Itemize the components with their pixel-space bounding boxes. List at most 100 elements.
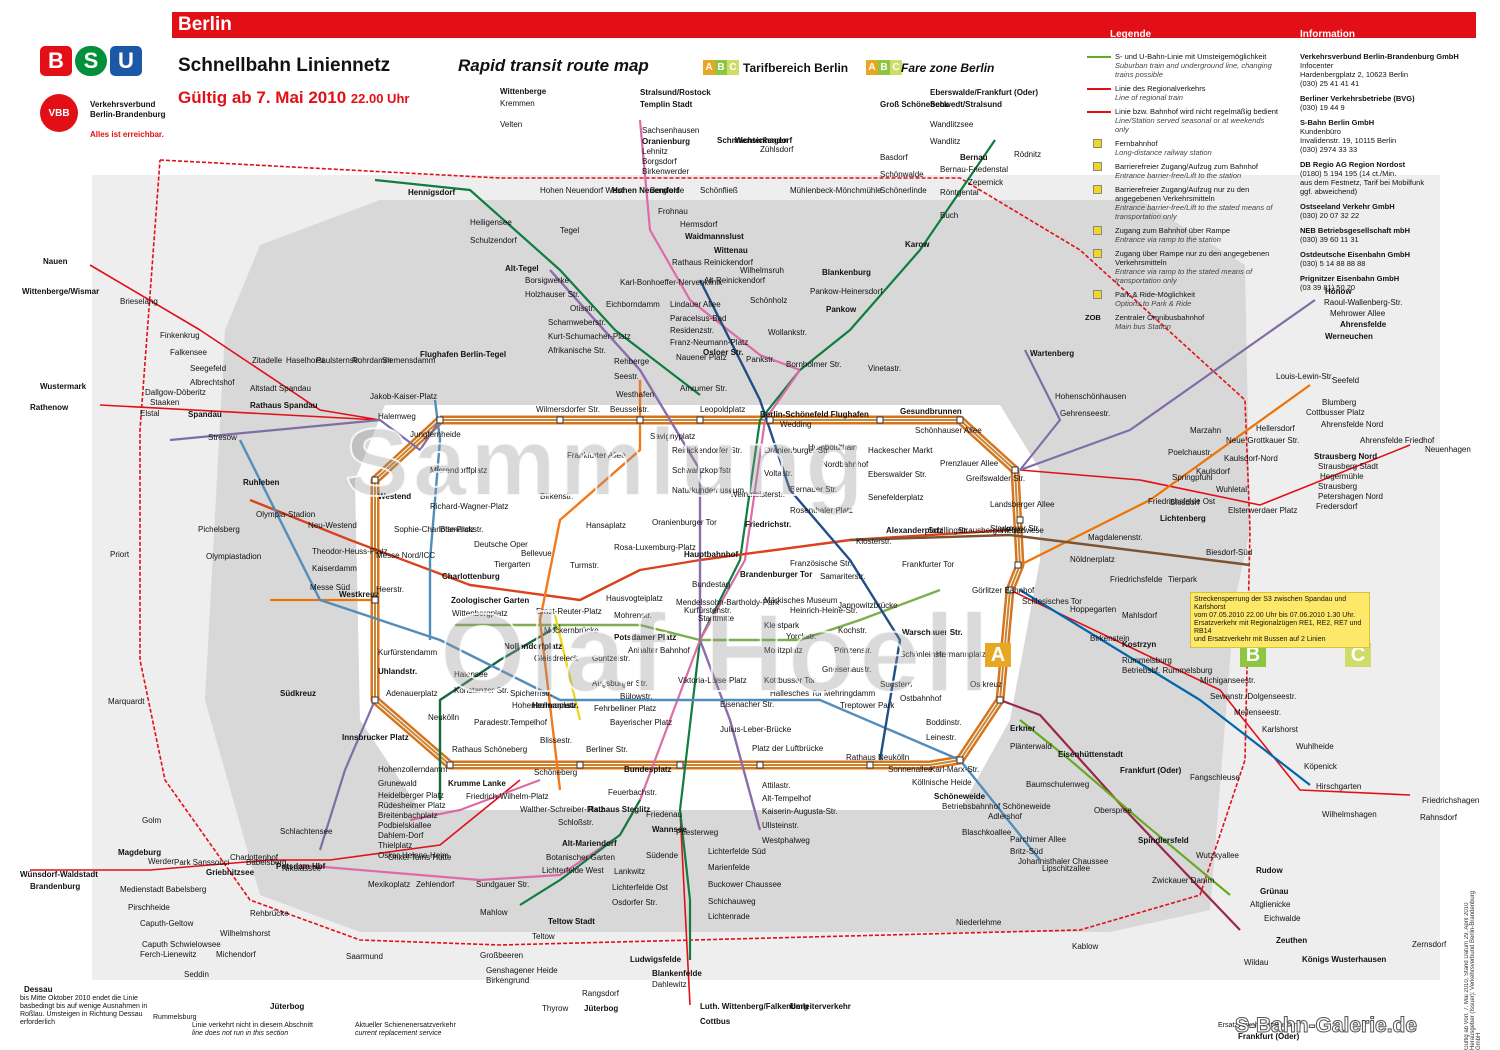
- seasonal-line-icon: [1085, 107, 1115, 116]
- station-label: Schönfließ: [700, 186, 738, 195]
- station-label: Strausberg Stadt: [1318, 462, 1379, 471]
- station-marker: [1014, 561, 1022, 569]
- station-label: Hellersdorf: [1256, 424, 1295, 433]
- station-label: Golm: [142, 816, 162, 825]
- station-label: Kurfürstendamm: [378, 648, 438, 657]
- station-label: Erkner: [1010, 724, 1036, 733]
- station-label: Eberswalder Str.: [868, 470, 927, 479]
- station-label: Großbeeren: [480, 951, 524, 960]
- station-label: Schönholz: [750, 296, 788, 305]
- station-label: Wilhelmshorst: [220, 929, 271, 938]
- station-label: Märkisches Museum: [764, 596, 838, 605]
- station-label: Zernsdorf: [1412, 940, 1447, 949]
- station-label: Friedrichstr.: [745, 520, 792, 529]
- station-label: Wandlitzsee: [930, 120, 974, 129]
- station-label: Karow: [905, 240, 930, 249]
- station-label: Mendelssohn-Bartholdy-Park: [676, 598, 780, 607]
- regional-line-icon: [1085, 84, 1115, 93]
- footnote-dessau: bis Mitte Oktober 2010 endet die Linie b…: [20, 995, 148, 1026]
- station-label: Anhalter Bahnhof: [628, 646, 690, 655]
- station-label: Reinickendorfer Str.: [672, 446, 743, 455]
- info-operator: Ostseeland Verkehr GmbH(030) 20 07 32 22: [1300, 202, 1395, 220]
- station-marker: [556, 416, 564, 424]
- station-label: Mahlsdorf: [1122, 611, 1158, 620]
- s25-teltow: [519, 799, 641, 906]
- station-label: Magdalenenstr.: [1088, 533, 1143, 542]
- station-label: Schloßstr.: [558, 818, 594, 827]
- station-label: Ostbahnhof: [900, 694, 942, 703]
- station-marker: [756, 761, 764, 769]
- station-label: Osloer Str.: [703, 348, 744, 357]
- station-label: Mohrenstr.: [614, 611, 652, 620]
- station-label: Michendorf: [216, 950, 256, 959]
- station-label: Französische Str.: [790, 559, 852, 568]
- station-label: Kaulsdorf: [1196, 467, 1230, 476]
- station-label: Raoul-Wallenberg-Str.: [1324, 298, 1403, 307]
- station-label: Plänterwald: [1010, 742, 1052, 751]
- station-label: Charlottenburg: [442, 572, 500, 581]
- station-label: Warschauer Str.: [902, 628, 963, 637]
- station-label: Wildau: [1244, 958, 1269, 967]
- station-label: Park Sanssouci: [174, 858, 230, 867]
- s8-zeuthen: [1019, 719, 1231, 896]
- regional-logo: B: [40, 46, 72, 76]
- station-label: Beusselstr.: [610, 405, 650, 414]
- station-label: Oberspree: [1094, 806, 1132, 815]
- station-label: Zepernick: [968, 178, 1004, 187]
- station-label: Messe Nord/ICC: [376, 551, 436, 560]
- station-label: Rahnsdorf: [1420, 813, 1457, 822]
- station-label: Rummelsburg: [1122, 656, 1172, 665]
- zone-a-area: [355, 405, 1040, 810]
- legend-item-accessible-station: Barrierefreier Zugang/Aufzug zum Bahnhof…: [1085, 162, 1280, 180]
- station-label: Dahlem-Dorf: [378, 831, 424, 840]
- station-label: Hermannstr.: [532, 701, 579, 710]
- station-label: Landsberger Allee: [990, 500, 1055, 509]
- station-label: Teltow Stadt: [548, 917, 595, 926]
- station-label: Köllnische Heide: [912, 778, 972, 787]
- station-label: Greifswalder Str.: [966, 474, 1026, 483]
- station-label: Adlershof: [988, 812, 1022, 821]
- sbahn-ubahn-line-icon: [1085, 52, 1115, 61]
- station-label: Birkengrund: [486, 976, 530, 985]
- station-label: Seestr.: [614, 372, 639, 381]
- station-label: Hohenzollernplatz: [512, 701, 577, 710]
- station-label: Leopoldplatz: [700, 405, 746, 414]
- station-label: Marzahn: [1190, 426, 1222, 435]
- station-label: Paulsternstr.: [316, 356, 361, 365]
- zone-label-de: Tarifbereich Berlin: [743, 61, 849, 75]
- s75-wartenberg: [1019, 349, 1062, 471]
- station-label: Nikolassee: [282, 864, 322, 873]
- station-label: Karl-Marx-Str.: [930, 765, 980, 774]
- station-label: Hohenzollerndamm: [378, 765, 448, 774]
- station-label: Britz-Süd: [1010, 847, 1043, 856]
- closure-notice: Streckensperrung der S3 zwischen Spandau…: [1190, 592, 1370, 648]
- station-label: Lichterfelde Süd: [708, 847, 766, 856]
- station-label: Wuhletal: [1216, 485, 1247, 494]
- u9-line: [538, 380, 642, 791]
- station-label: Sundgauer Str.: [476, 880, 530, 889]
- station-label: Blankenfelde: [652, 969, 702, 978]
- station-marker: [436, 416, 444, 424]
- station-label: Moritzplatz: [764, 646, 803, 655]
- station-label: Kottbusser Tor: [764, 676, 816, 685]
- station-label: Hirschgarten: [1316, 782, 1362, 791]
- station-label: Frankfurt (Oder): [1238, 1032, 1300, 1041]
- station-label: Friedrich-Wilhelm-Platz: [466, 792, 549, 801]
- station-label: Stadtmitte: [698, 614, 735, 623]
- station-label: Birkenstr.: [540, 492, 574, 501]
- station-label: Westhafen: [616, 390, 655, 399]
- s75-spandau-west: [169, 418, 441, 452]
- station-label: Heinrich-Heine-Str.: [790, 606, 858, 615]
- station-label: Elsterwerdaer Platz: [1228, 506, 1298, 515]
- station-label: Brandenburg: [30, 882, 81, 891]
- station-label: Westkreuz: [339, 590, 379, 599]
- station-label: Wustermark: [40, 382, 87, 391]
- station-label: Siemensdamm: [382, 356, 436, 365]
- station-label: Potsdamer Platz: [614, 633, 677, 642]
- station-marker: [371, 696, 379, 704]
- station-label: Schillingstr.: [928, 526, 969, 535]
- station-label: Hohen Neuendorf West: [540, 186, 624, 195]
